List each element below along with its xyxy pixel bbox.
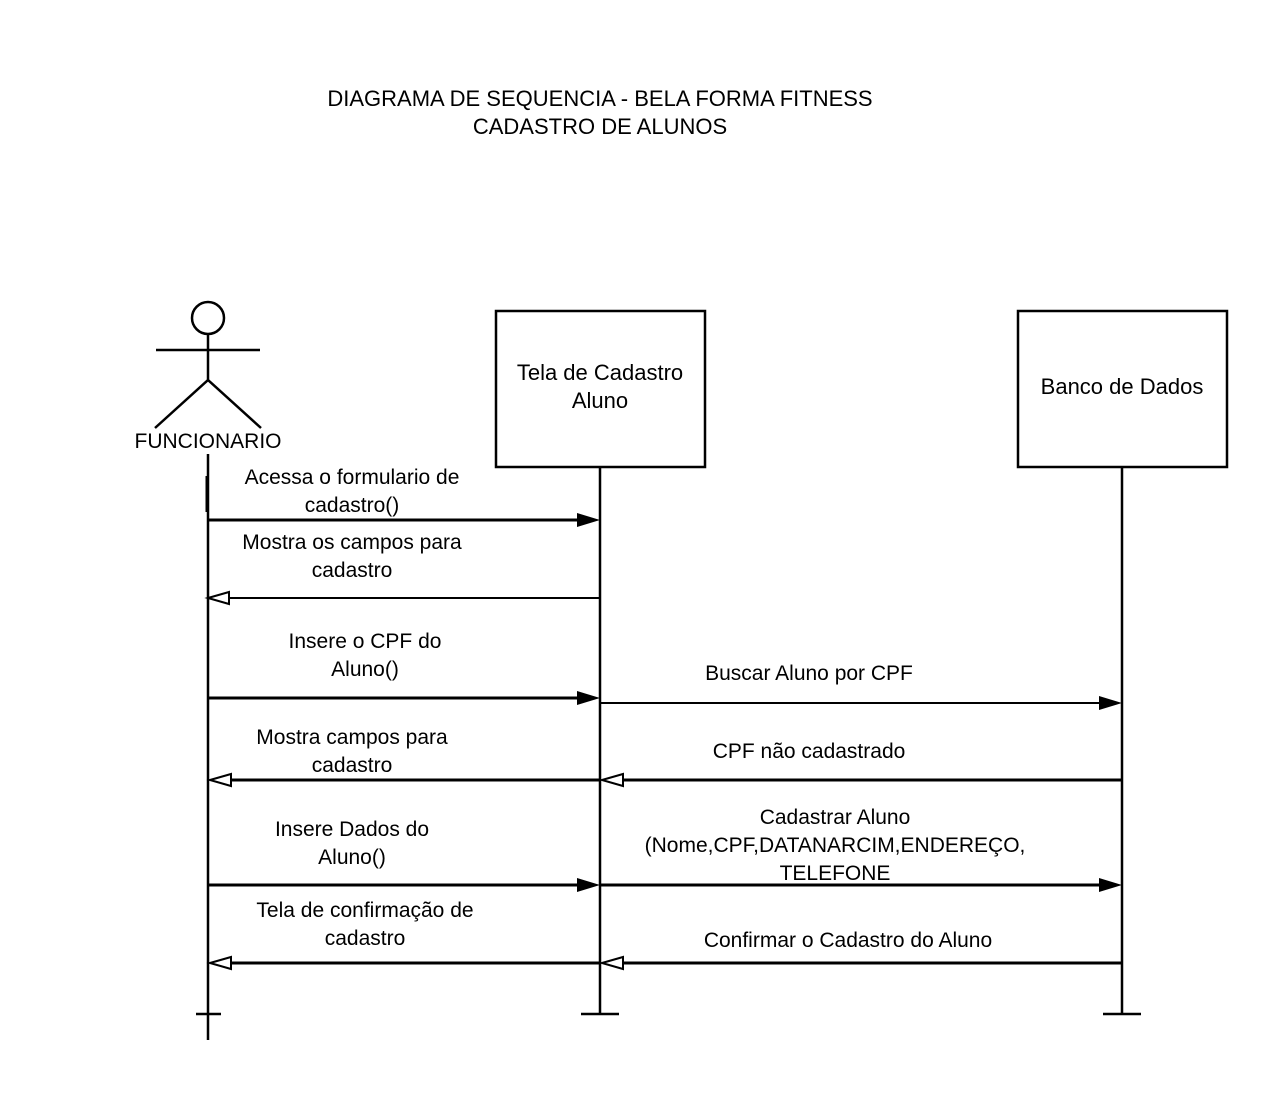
message-label: Tela de confirmação de (256, 899, 473, 922)
message-label: Cadastrar Aluno (760, 806, 911, 829)
open-arrowhead-icon (206, 955, 232, 971)
message-cadastrar-aluno: Cadastrar Aluno (Nome,CPF,DATANARCIM,END… (600, 806, 1122, 892)
actor-label: FUNCIONARIO (135, 430, 282, 453)
tela-cadastro-label-line2: Aluno (572, 388, 628, 413)
message-mostra-campos: Mostra os campos para cadastro (204, 531, 600, 606)
tela-cadastro-label-line1: Tela de Cadastro (517, 360, 683, 385)
participant-banco-de-dados: Banco de Dados (1016, 309, 1229, 469)
message-insere-dados: Insere Dados do Aluno() (208, 818, 600, 892)
message-label: Mostra campos para (256, 726, 448, 749)
message-cpf-nao-cadastrado: CPF não cadastrado (598, 740, 1122, 788)
stick-figure-actor-icon (154, 300, 262, 429)
message-label: cadastro (312, 754, 393, 777)
message-tela-confirmacao: Tela de confirmação de cadastro (206, 899, 600, 971)
filled-arrowhead-icon (577, 691, 600, 705)
message-label: cadastro (325, 927, 406, 950)
message-label: Insere o CPF do (289, 630, 442, 653)
message-label: (Nome,CPF,DATANARCIM,ENDEREÇO, (645, 834, 1026, 857)
message-label: Insere Dados do (275, 818, 429, 841)
message-acessa-formulario: Acessa o formulario de cadastro() (208, 466, 600, 527)
message-label: cadastro (312, 559, 393, 582)
participant-tela-cadastro: Tela de Cadastro Aluno (494, 309, 707, 469)
message-label: TELEFONE (780, 862, 891, 885)
message-buscar-aluno: Buscar Aluno por CPF (600, 662, 1122, 710)
filled-arrowhead-icon (1099, 878, 1122, 892)
message-label: Buscar Aluno por CPF (705, 662, 913, 685)
open-arrowhead-icon (204, 590, 230, 606)
filled-arrowhead-icon (577, 513, 600, 527)
actor-lifeline (196, 454, 221, 1040)
open-arrowhead-icon (206, 772, 232, 788)
message-label: Aluno() (331, 658, 399, 681)
open-arrowhead-icon (598, 955, 624, 971)
message-mostra-campos-cadastro: Mostra campos para cadastro (206, 726, 600, 788)
tela-cadastro-lifeline (581, 467, 619, 1016)
message-label: cadastro() (305, 494, 400, 517)
filled-arrowhead-icon (1099, 696, 1122, 710)
banco-de-dados-label: Banco de Dados (1041, 374, 1204, 399)
message-insere-cpf: Insere o CPF do Aluno() (208, 630, 600, 705)
message-label: CPF não cadastrado (713, 740, 906, 763)
message-label: Aluno() (318, 846, 386, 869)
banco-de-dados-lifeline (1103, 467, 1141, 1016)
diagram-title-line2: CADASTRO DE ALUNOS (473, 114, 727, 139)
message-confirmar-cadastro: Confirmar o Cadastro do Aluno (598, 929, 1122, 971)
actor-funcionario: FUNCIONARIO (135, 300, 282, 453)
diagram-title-line1: DIAGRAMA DE SEQUENCIA - BELA FORMA FITNE… (327, 86, 872, 111)
message-label: Confirmar o Cadastro do Aluno (704, 929, 992, 952)
open-arrowhead-icon (598, 772, 624, 788)
message-label: Mostra os campos para (242, 531, 462, 554)
message-label: Acessa o formulario de (245, 466, 460, 489)
filled-arrowhead-icon (577, 878, 600, 892)
